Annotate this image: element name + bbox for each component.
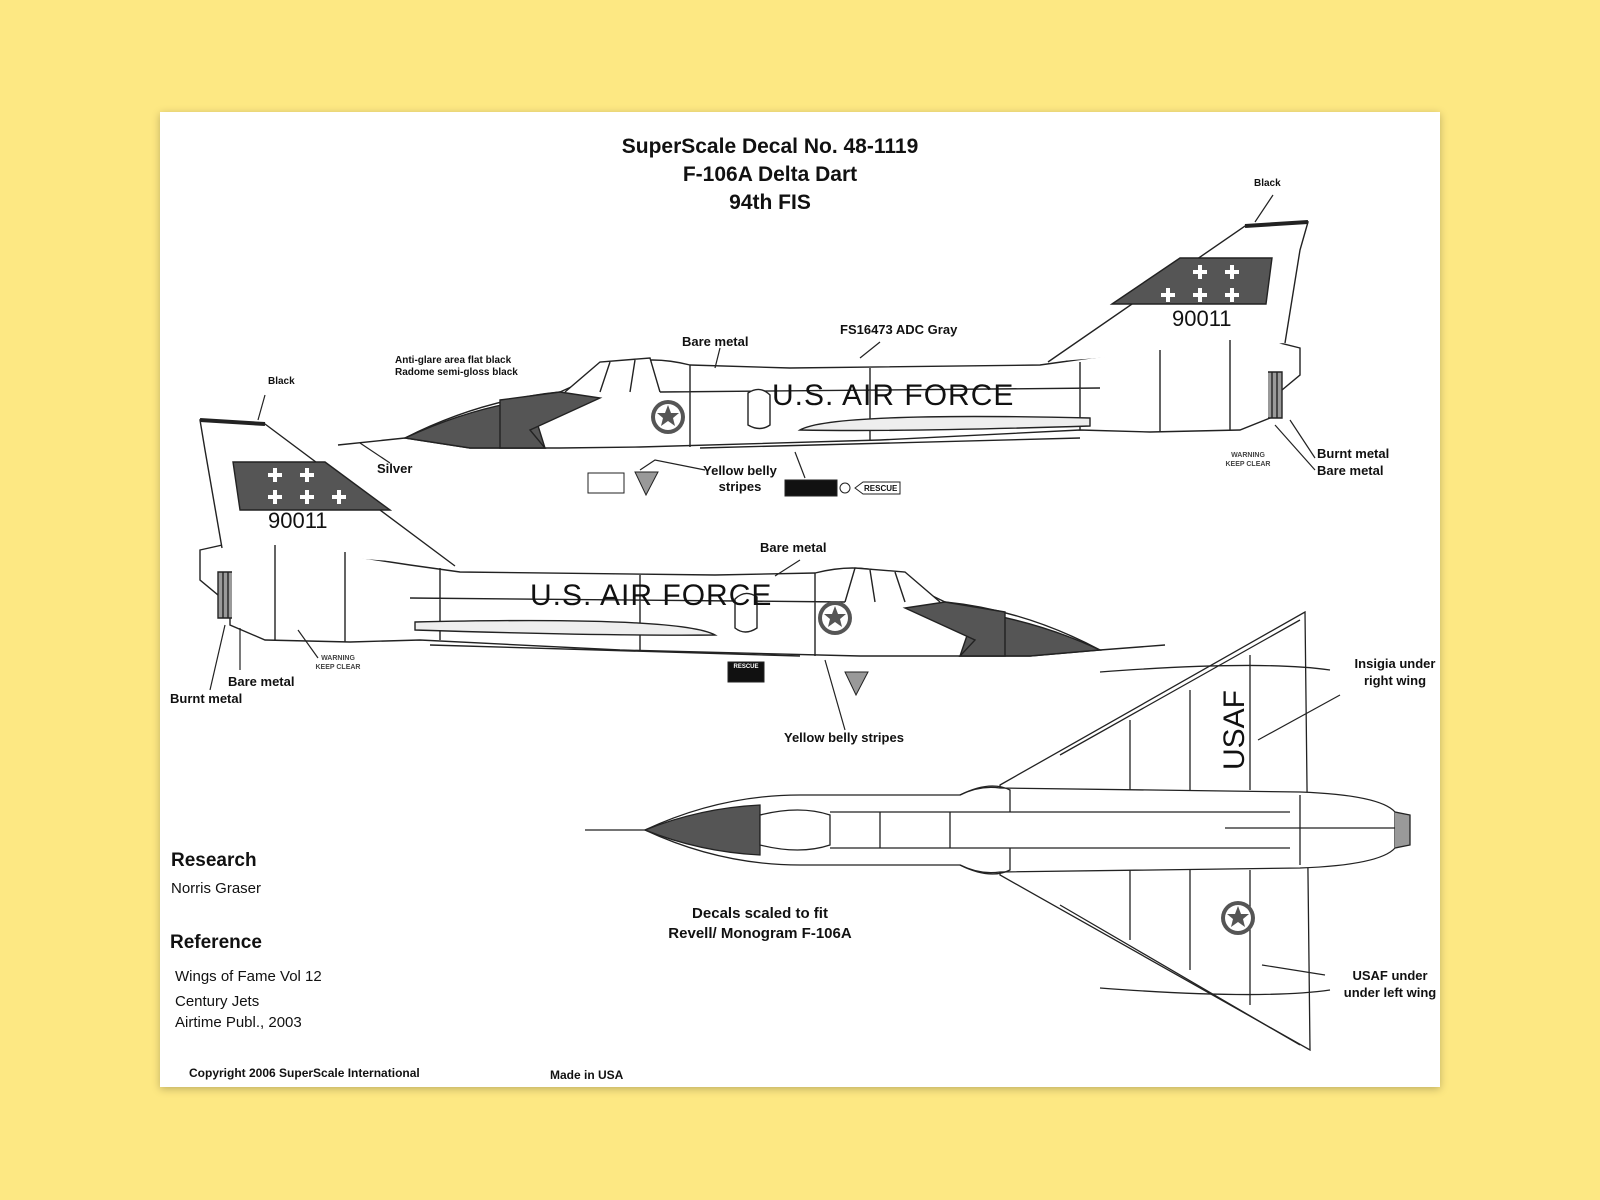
title-line-3: 94th FIS	[729, 191, 811, 214]
lower-black-label: Black	[268, 376, 295, 387]
lower-decal-items	[727, 661, 869, 697]
reference-item-1: Wings of Fame Vol 12	[175, 968, 322, 985]
plan-scale-label-2: Revell/ Monogram F-106A	[668, 925, 852, 942]
lower-serial: 90011	[268, 508, 328, 533]
reference-item-2: Century Jets	[175, 993, 260, 1010]
copyright-text: Copyright 2006 SuperScale International	[189, 1066, 420, 1080]
lower-bare-metal-label: Bare metal	[760, 540, 827, 555]
reference-item-3: Airtime Publ., 2003	[175, 1014, 302, 1031]
research-name: Norris Graser	[171, 880, 262, 897]
upper-profile-aircraft	[337, 220, 1309, 449]
lower-profile-aircraft	[199, 418, 1166, 657]
upper-serial: 90011	[1172, 306, 1232, 331]
lower-yellow-belly-label: Yellow belly stripes	[784, 730, 904, 745]
lower-leader-lines	[209, 394, 846, 731]
title-line-1: SuperScale Decal No. 48-1119	[621, 135, 919, 158]
upper-warning-1: WARNING	[1231, 452, 1265, 459]
lower-burnt-metal-label: Burnt metal	[170, 691, 243, 706]
upper-fuselage-text: U.S. AIR FORCE	[772, 379, 1015, 412]
plan-scale-label-1: Decals scaled to fit	[692, 905, 828, 922]
lower-warning-1: WARNING	[321, 655, 355, 662]
made-in-text: Made in USA	[550, 1068, 624, 1082]
plan-usaf-label-2: under left wing	[1343, 985, 1437, 1000]
upper-radome-label: Radome semi-gloss black	[395, 367, 518, 378]
upper-warning-2: KEEP CLEAR	[1225, 461, 1271, 468]
plan-wing-text: USAF	[1218, 690, 1251, 771]
title-line-2: F-106A Delta Dart	[682, 163, 858, 186]
plan-view-aircraft	[585, 610, 1411, 1052]
lower-warning-2: KEEP CLEAR	[315, 664, 361, 671]
upper-burnt-metal-label: Burnt metal	[1317, 446, 1390, 461]
upper-yellow-belly-label-1: Yellow belly	[703, 463, 777, 478]
lower-bare-metal-rear-label: Bare metal	[228, 674, 295, 689]
lower-fuselage-text: U.S. AIR FORCE	[530, 579, 773, 612]
upper-antiglare-label: Anti-glare area flat black	[395, 355, 512, 366]
lower-rescue-label: RESCUE	[733, 664, 759, 670]
upper-silver-label: Silver	[377, 461, 413, 476]
upper-bare-metal-label: Bare metal	[682, 334, 749, 349]
plan-usaf-label-1: USAF under	[1352, 968, 1428, 983]
upper-decal-items	[587, 471, 901, 497]
research-heading: Research	[171, 850, 257, 871]
plan-leader-lines	[1257, 694, 1341, 976]
plan-insignia-label-2: right wing	[1363, 673, 1427, 688]
upper-leader-lines	[359, 194, 1316, 479]
upper-black-label: Black	[1254, 178, 1281, 189]
upper-fs-gray-label: FS16473 ADC Gray	[840, 322, 958, 337]
plan-insignia-label-1: Insigia under	[1354, 656, 1436, 671]
reference-heading: Reference	[170, 932, 262, 953]
upper-bare-metal-rear-label: Bare metal	[1317, 463, 1384, 478]
upper-rescue-label: RESCUE	[864, 484, 898, 493]
upper-yellow-belly-label-2: stripes	[718, 479, 762, 494]
